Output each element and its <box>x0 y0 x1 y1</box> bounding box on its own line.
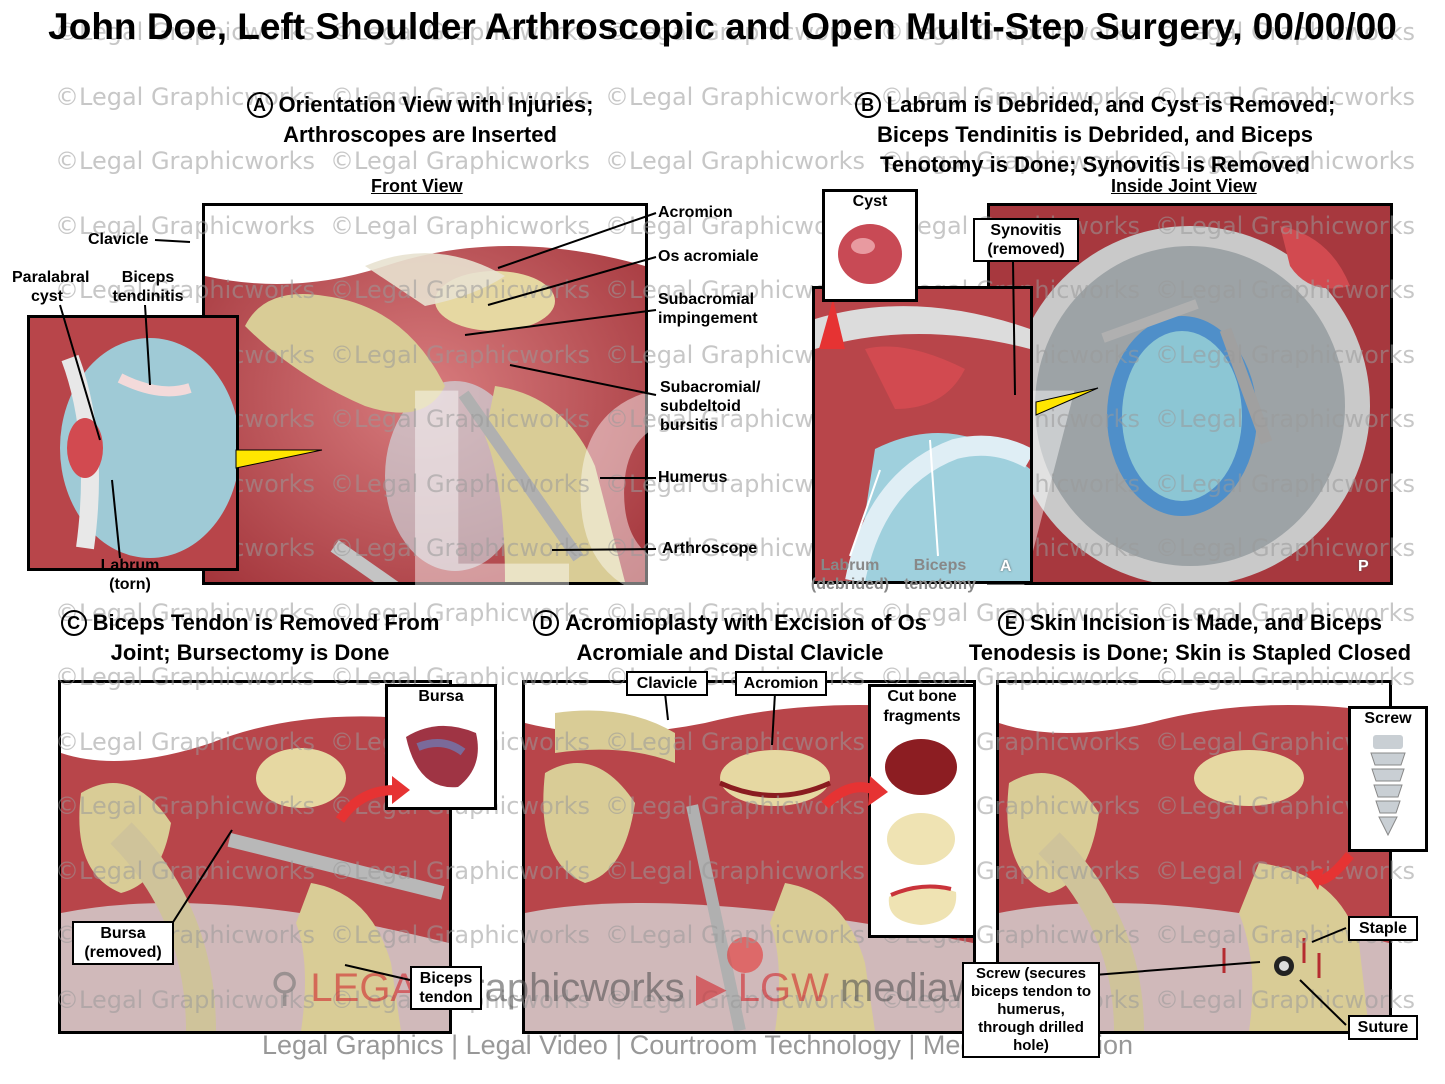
panel-a-subtitle: Front View <box>371 176 463 196</box>
panel-b-subtitle: Inside Joint View <box>1111 176 1257 196</box>
label-bursitis: Subacromial/ subdeltoid bursitis <box>660 379 761 434</box>
label-acromion-a: Acromion <box>658 204 733 221</box>
panel-b-letter: B <box>854 92 881 118</box>
brand-logo: ⚲ LEGAL graphicworks ▶ LGW mediaworks <box>270 965 1053 1011</box>
label-os-acromiale: Os acromiale <box>658 248 759 265</box>
bone-fragments-inset: Cut bone fragments <box>868 684 976 938</box>
panel-e-title-text: Skin Incision is Made, and Biceps Tenode… <box>968 610 1412 665</box>
panel-b-title-text: Labrum is Debrided, and Cyst is Removed;… <box>876 92 1336 177</box>
bursa-inset: Bursa <box>385 684 497 810</box>
label-cut-bone-fragments: Cut bone fragments <box>883 688 961 725</box>
panel-b-inset-art <box>815 289 1030 581</box>
magnifier-icon: ⚲ <box>270 966 300 1010</box>
label-screw-note: Screw (secures biceps tendon to humerus,… <box>962 962 1100 1058</box>
play-icon: ▶ <box>695 966 727 1010</box>
label-bursa-removed: Bursa (removed) <box>72 921 174 965</box>
label-biceps-tendinitis: Biceps tendinitis <box>112 269 184 305</box>
panel-e-letter: E <box>997 610 1024 636</box>
brand-lgw: LGW <box>737 966 829 1010</box>
panel-a-inset <box>27 315 239 571</box>
panel-d-letter: D <box>533 610 560 636</box>
panel-d-title-text: Acromioplasty with Excision of Os Acromi… <box>565 610 927 665</box>
label-clavicle-a: Clavicle <box>88 231 149 248</box>
screw-art <box>1370 735 1406 837</box>
label-labrum-debrided: Labrum (debrided) <box>810 557 890 593</box>
page-title: John Doe, Left Shoulder Arthroscopic and… <box>48 6 1397 47</box>
cyst-inset: Cyst <box>822 189 918 302</box>
label-anterior: A <box>1000 558 1012 575</box>
label-synovitis: Synovitis (removed) <box>973 218 1079 262</box>
label-staple: Staple <box>1348 916 1418 941</box>
watermark-text: ©Legal Graphicworks <box>605 82 866 111</box>
label-cyst: Cyst <box>852 193 888 210</box>
panel-a-letter: A <box>246 92 273 118</box>
label-screw: Screw <box>1364 710 1412 727</box>
label-posterior: P <box>1358 558 1369 575</box>
label-acromion-d: Acromion <box>735 671 827 696</box>
panel-c-letter: C <box>60 610 87 636</box>
label-labrum-torn: Labrum (torn) <box>100 557 160 593</box>
brand-graphicworks: graphicworks <box>449 966 685 1010</box>
panel-a-inset-art <box>30 318 236 568</box>
panel-a-title-text: Orientation View with Injuries; Arthrosc… <box>278 92 594 147</box>
label-paralabral-cyst: Paralabral cyst <box>12 269 90 305</box>
label-bursa: Bursa <box>418 688 464 705</box>
label-suture: Suture <box>1348 1015 1418 1040</box>
label-arthroscope: Arthroscope <box>662 540 758 557</box>
label-biceps-tendon: Biceps tendon <box>410 966 482 1010</box>
screw-inset: Screw <box>1348 706 1428 852</box>
label-biceps-tenotomy: Biceps tenotomy <box>904 557 976 593</box>
bursa-art <box>406 725 478 788</box>
panel-c-title-text: Biceps Tendon is Removed From Joint; Bur… <box>92 610 440 665</box>
label-clavicle-d: Clavicle <box>626 671 708 696</box>
bone-fragments-art <box>885 739 957 925</box>
label-humerus: Humerus <box>658 469 728 486</box>
cyst-art <box>838 224 902 284</box>
watermark-text: ©Legal Graphicworks <box>330 147 591 175</box>
watermark-text: ©Legal Graphicworks <box>605 147 866 175</box>
panel-b-inset <box>812 286 1033 584</box>
label-subacromial-impingement: Subacromial impingement <box>658 291 758 327</box>
watermark-text: ©Legal Graphicworks <box>55 147 316 175</box>
